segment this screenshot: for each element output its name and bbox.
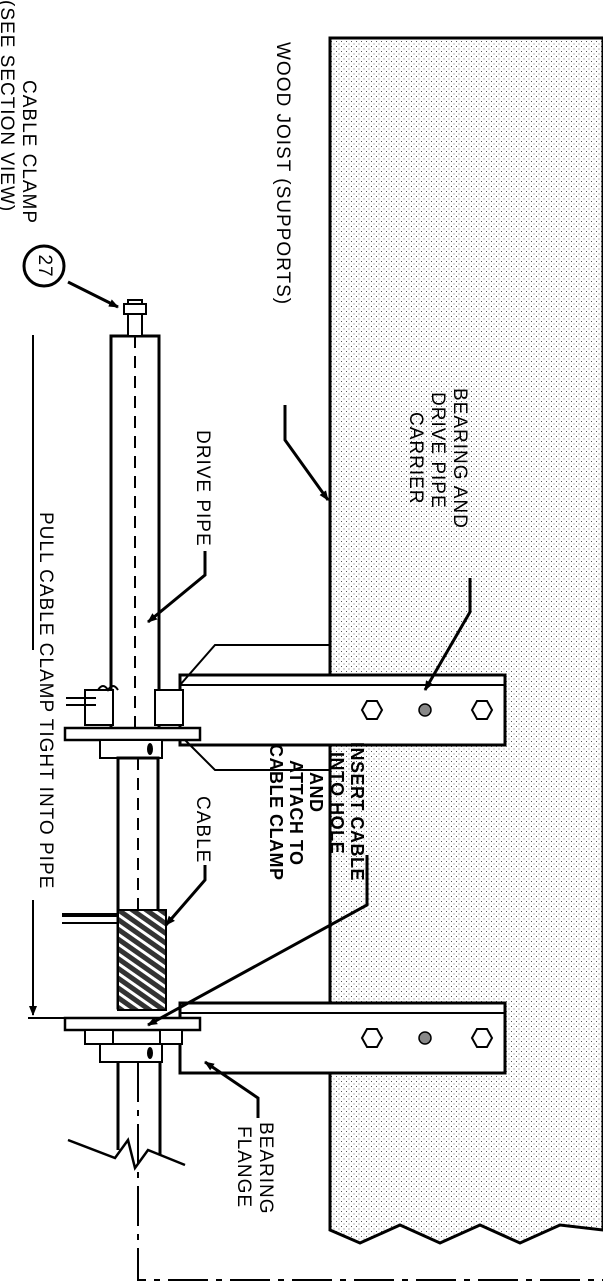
callout-circle — [22, 244, 66, 288]
svg-text:FLANGE: FLANGE — [233, 1126, 254, 1208]
drive-pipe-lower — [116, 1062, 162, 1155]
leader-bearing-carrier — [423, 578, 472, 691]
leader-drive-pipe — [147, 551, 207, 624]
callout-number: 27 — [34, 254, 55, 277]
wood-joist — [328, 36, 603, 1245]
svg-text:(SEE SECTION VIEW): (SEE SECTION VIEW) — [0, 0, 17, 212]
svg-text:BEARING: BEARING — [255, 1122, 276, 1215]
lower-bearing-carrier — [178, 1001, 507, 1075]
label-pull-cable: PULL CABLE CLAMP TIGHT INTO PIPE — [35, 512, 56, 889]
svg-text:CARRIER: CARRIER — [405, 412, 426, 505]
svg-text:CABLE CLAMP: CABLE CLAMP — [18, 80, 39, 224]
label-wood-joist: WOOD JOIST (SUPPORTS) — [272, 42, 293, 305]
leader-cable — [164, 865, 207, 926]
drive-pipe — [109, 299, 161, 732]
cable-coil — [62, 909, 167, 1011]
svg-text:CABLE CLAMP: CABLE CLAMP — [266, 744, 286, 881]
pull-dimension — [28, 335, 70, 1019]
label-cable-clamp: CABLE CLAMP (SEE SECTION VIEW) — [0, 0, 39, 224]
leader-insert-cable — [147, 855, 369, 1027]
leader-cable-clamp — [67, 280, 119, 309]
leader-wood-joist — [283, 405, 330, 501]
label-bearing-carrier: BEARING AND DRIVE PIPE CARRIER — [405, 388, 470, 529]
label-drive-pipe: DRIVE PIPE — [192, 430, 213, 547]
svg-text:BEARING AND: BEARING AND — [449, 388, 470, 529]
svg-text:INTO HOLE: INTO HOLE — [327, 752, 347, 854]
label-bearing-flange: BEARING FLANGE — [233, 1122, 276, 1215]
label-cable: CABLE — [192, 796, 213, 863]
upper-bearing-flange — [63, 685, 202, 759]
svg-text:AND: AND — [306, 772, 326, 813]
svg-text:INSERT CABLE: INSERT CABLE — [347, 742, 367, 881]
leader-bearing-flange — [204, 1060, 260, 1118]
cable-centerline — [137, 1062, 603, 1281]
svg-text:DRIVE PIPE: DRIVE PIPE — [427, 392, 448, 509]
lower-bearing-flange — [63, 1016, 202, 1063]
svg-text:ATTACH TO: ATTACH TO — [286, 760, 306, 866]
label-insert-cable: INSERT CABLE INTO HOLE AND ATTACH TO CAB… — [266, 742, 367, 881]
pipe-break-line — [67, 1137, 186, 1171]
